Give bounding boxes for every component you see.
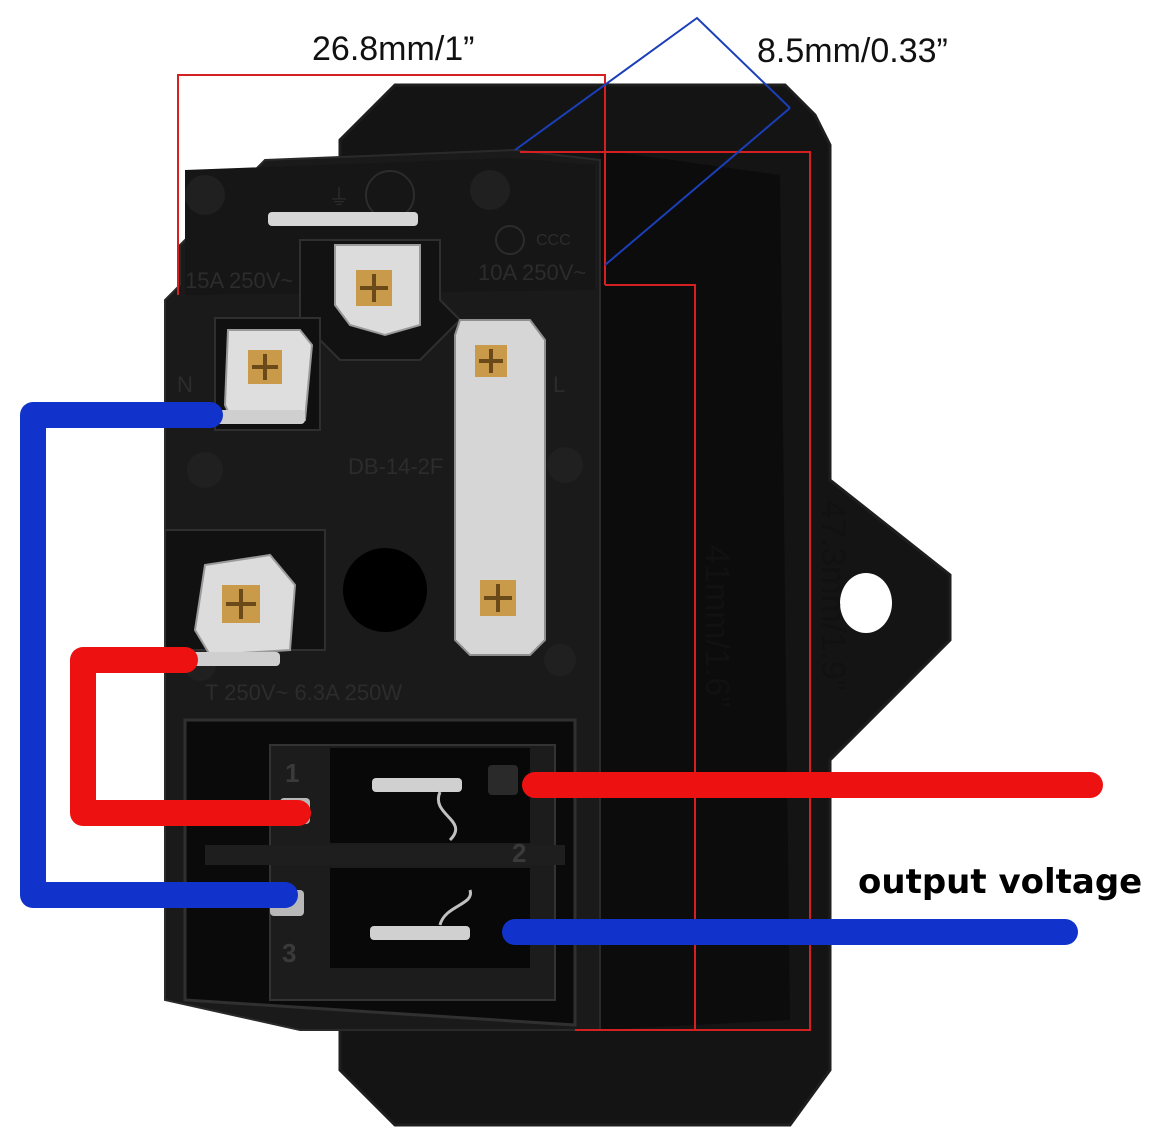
- earth-terminal-tab: [268, 212, 418, 226]
- fuse-terminal-tab: [180, 652, 280, 666]
- earth-screw-icon: [356, 270, 392, 306]
- fuse-screw-icon: [222, 585, 260, 623]
- molded-dot-ml: [187, 452, 223, 488]
- rating-left-text: 15A 250V~: [185, 268, 293, 293]
- rating-right-text: 10A 250V~: [478, 260, 586, 285]
- switch-window-lower: [330, 868, 530, 968]
- switch-divider: [205, 845, 565, 865]
- wire-blue-neutral-to-pin3: [20, 402, 298, 908]
- dim-depth-line-upper: [514, 16, 791, 151]
- switch-spring-upper: [436, 791, 458, 842]
- neutral-label: N: [177, 372, 193, 397]
- wire-red-fuse-to-pin1: [70, 647, 311, 826]
- molded-dot-mr: [547, 447, 583, 483]
- switch-spring-lower: [438, 889, 472, 926]
- center-hole: [343, 548, 427, 632]
- molded-dot-tl: [185, 175, 225, 215]
- switch-contact-lower: [370, 926, 470, 940]
- molded-dot-tr: [470, 170, 510, 210]
- switch-pin-2-tab: [488, 765, 518, 795]
- model-text: DB-14-2F: [348, 454, 443, 479]
- dim-inner-height-label: 41mm/1.6”: [698, 545, 736, 708]
- dim-outer-height-bracket: [520, 151, 811, 1031]
- neutral-screw-icon: [248, 350, 282, 384]
- earth-symbol: ⏚: [328, 185, 350, 210]
- switch-pin-3-label: 3: [282, 938, 296, 968]
- output-voltage-label: output voltage: [858, 862, 1142, 902]
- molded-dot-br: [544, 644, 576, 676]
- line-terminal: [454, 319, 546, 656]
- switch-window-upper: [330, 748, 530, 843]
- switch-pin-1-label: 1: [285, 758, 299, 788]
- dim-depth-line-lower: [604, 107, 791, 266]
- neutral-terminal-tab: [215, 410, 305, 424]
- line-screw-bottom-icon: [480, 580, 516, 616]
- dim-width-label: 26.8mm/1”: [312, 30, 475, 68]
- line-label: L: [553, 372, 565, 397]
- switch-pin-2-label: 2: [512, 838, 526, 868]
- cert-mark: CCC: [536, 232, 571, 249]
- dim-depth-label: 8.5mm/0.33”: [757, 32, 948, 70]
- dim-outer-height-label: 47.3mm/1.9”: [814, 500, 852, 691]
- mounting-hole: [840, 573, 892, 633]
- fuse-rating-text: T 250V~ 6.3A 250W: [205, 680, 402, 705]
- switch-contact-upper: [372, 778, 462, 792]
- line-screw-top-icon: [475, 345, 507, 377]
- dim-width-bracket: [177, 74, 606, 295]
